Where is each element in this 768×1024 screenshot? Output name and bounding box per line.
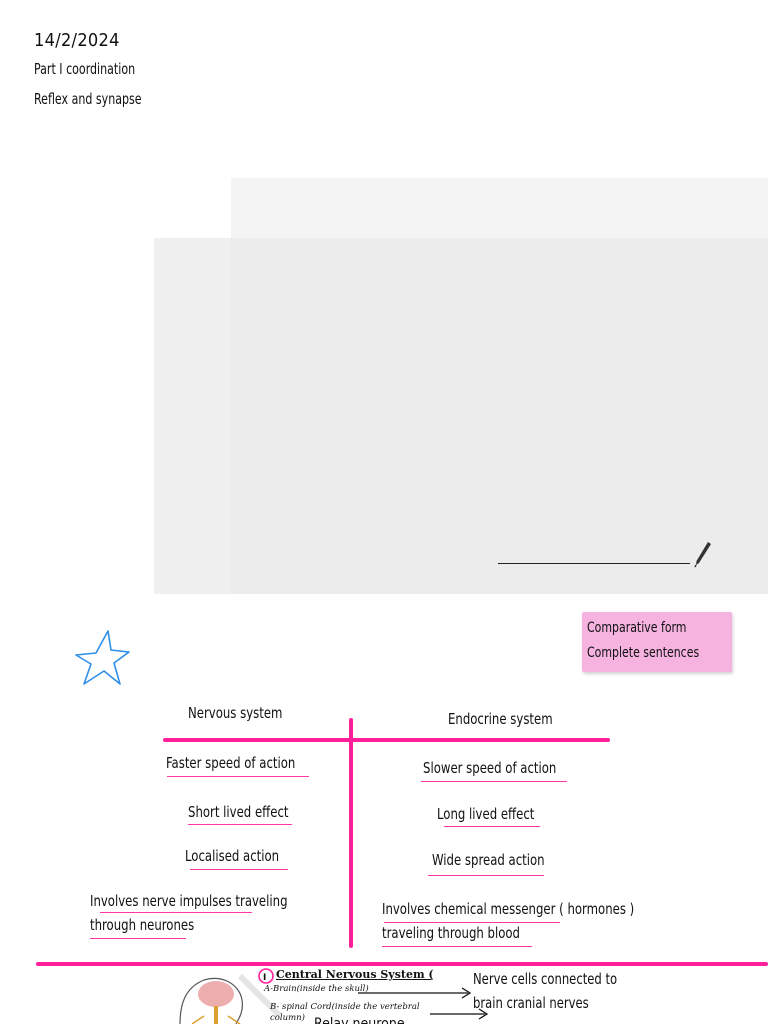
sticky-note: Comparative form Complete sentences xyxy=(582,612,732,672)
note-subtitle: Reflex and synapse xyxy=(34,90,142,108)
note-date: 14/2/2024 xyxy=(34,30,120,51)
nervous-row-4b: through neurones xyxy=(90,916,195,934)
star-icon xyxy=(75,630,130,685)
brain-label: A-Brain(inside the skull) xyxy=(264,984,369,994)
endocrine-row-1: Slower speed of action xyxy=(423,759,557,777)
sticky-note-line2: Complete sentences xyxy=(587,645,700,661)
endocrine-row-4b: traveling through blood xyxy=(382,924,520,942)
relay-label: Relay neurone xyxy=(314,1016,405,1024)
svg-text:I: I xyxy=(263,973,266,983)
nervous-row-1: Faster speed of action xyxy=(166,754,296,772)
note-title: Part I coordination xyxy=(34,60,136,78)
nervous-row-2: Short lived effect xyxy=(188,803,289,821)
nerve-cells-label-1: Nerve cells connected to xyxy=(473,970,618,988)
endocrine-row-2: Long lived effect xyxy=(437,805,535,823)
nerve-cells-label-2: brain cranial nerves xyxy=(473,994,589,1012)
endocrine-row-3: Wide spread action xyxy=(432,851,545,869)
section-separator xyxy=(36,962,768,966)
pen-icon[interactable] xyxy=(692,540,712,568)
table-vertical-rule xyxy=(349,718,353,948)
nervous-row-4a: Involves nerve impulses traveling xyxy=(90,892,288,910)
body-diagram: I xyxy=(179,968,489,1024)
col-header-nervous: Nervous system xyxy=(188,704,283,722)
col-header-endocrine: Endocrine system xyxy=(448,710,553,728)
signature-line xyxy=(498,563,690,564)
spinal-label-1: B- spinal Cord(inside the vertebral xyxy=(270,1002,420,1012)
nervous-system-figure: I Central Nervous System ( A-Brain(insid… xyxy=(140,966,768,1024)
image-placeholder-top xyxy=(231,178,768,240)
table-horizontal-rule xyxy=(163,738,610,742)
spinal-label-2: column) xyxy=(270,1013,305,1023)
cns-label: Central Nervous System ( xyxy=(276,968,434,981)
nervous-row-3: Localised action xyxy=(185,847,280,865)
sticky-note-line1: Comparative form xyxy=(587,620,687,636)
endocrine-row-4a: Involves chemical messenger ( hormones ) xyxy=(382,900,635,918)
image-placeholder-inner xyxy=(231,238,768,594)
